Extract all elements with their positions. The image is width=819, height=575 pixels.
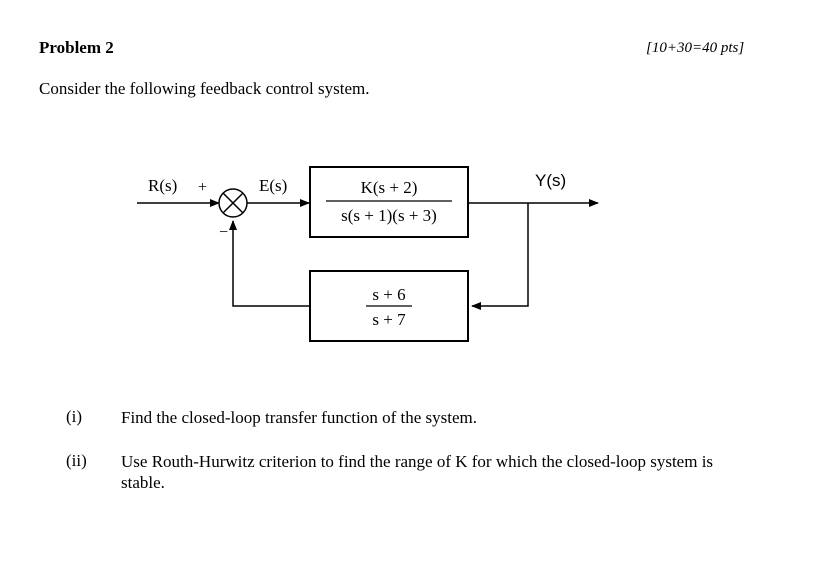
- forward-numerator: K(s + 2): [361, 178, 418, 197]
- output-label: Y(s): [535, 171, 566, 190]
- feedback-path-left: [229, 220, 310, 307]
- plus-sign: +: [198, 179, 207, 196]
- intro-text: Consider the following feedback control …: [39, 79, 370, 98]
- feedback-numerator: s + 6: [372, 285, 405, 304]
- question-2-text: Use Routh-Hurwitz criterion to find the …: [121, 452, 714, 492]
- points-label: [10+30=40 pts]: [646, 40, 745, 56]
- error-label: E(s): [259, 176, 287, 195]
- input-label: R(s): [148, 176, 177, 195]
- summing-junction: [218, 188, 248, 218]
- forward-denominator: s(s + 1)(s + 3): [341, 206, 437, 225]
- feedback-path-right: [471, 203, 529, 310]
- question-2-number: (ii): [66, 451, 87, 470]
- problem-title: Problem 2: [39, 38, 114, 57]
- question-1-number: (i): [66, 407, 83, 426]
- minus-sign: −: [219, 224, 228, 241]
- forward-block: [309, 166, 469, 238]
- question-1-text: Find the closed-loop transfer function o…: [121, 408, 477, 427]
- feedback-denominator: s + 7: [372, 310, 406, 329]
